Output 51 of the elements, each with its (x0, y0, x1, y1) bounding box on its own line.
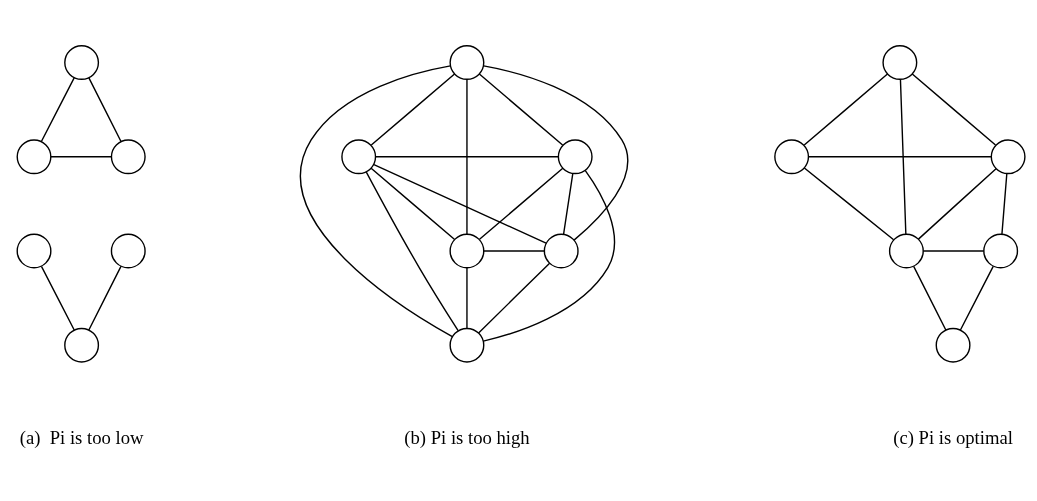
connector (482, 169, 616, 342)
node-circle (64, 44, 100, 80)
node-circle (449, 44, 485, 80)
connector (88, 76, 122, 142)
node-circle (774, 138, 810, 174)
connector (482, 64, 629, 241)
node-circle (557, 138, 593, 174)
connector (899, 78, 907, 235)
connector (478, 167, 564, 240)
connector (483, 249, 545, 252)
label: (b) Pi is too high (404, 426, 530, 448)
node-circle (341, 138, 377, 174)
connector (803, 166, 895, 240)
connector (300, 64, 454, 337)
label: (c) Pi is optimal (893, 426, 1013, 448)
node-circle (16, 233, 52, 268)
connector (40, 76, 75, 142)
node-circle (990, 138, 1026, 174)
connector (911, 72, 997, 146)
connector (913, 265, 947, 331)
node-circle (110, 233, 146, 268)
connector (917, 167, 997, 240)
connector (370, 167, 456, 240)
node-circle (449, 233, 485, 268)
connector (88, 265, 122, 331)
connector (466, 78, 468, 235)
connector (1001, 172, 1008, 235)
node-circle (543, 233, 579, 268)
node-circle (888, 233, 924, 268)
node-circle (882, 44, 918, 80)
connector (466, 266, 468, 329)
node-circle (449, 327, 485, 363)
connector (478, 72, 564, 146)
connector (477, 262, 551, 334)
connector (922, 249, 985, 252)
connector (807, 155, 992, 157)
connector (40, 265, 75, 331)
node-circle (110, 138, 146, 174)
connector (959, 265, 994, 331)
connector (365, 170, 459, 331)
node-circle (935, 327, 971, 363)
connector (374, 155, 559, 157)
connector (370, 72, 456, 146)
connector (50, 155, 113, 157)
node-circle (16, 138, 52, 174)
node-circle (64, 327, 100, 363)
connector (373, 163, 547, 244)
connector (562, 172, 574, 235)
node-circle (983, 233, 1019, 268)
connector (803, 72, 889, 146)
label: (a) Pi is too low (19, 426, 144, 448)
